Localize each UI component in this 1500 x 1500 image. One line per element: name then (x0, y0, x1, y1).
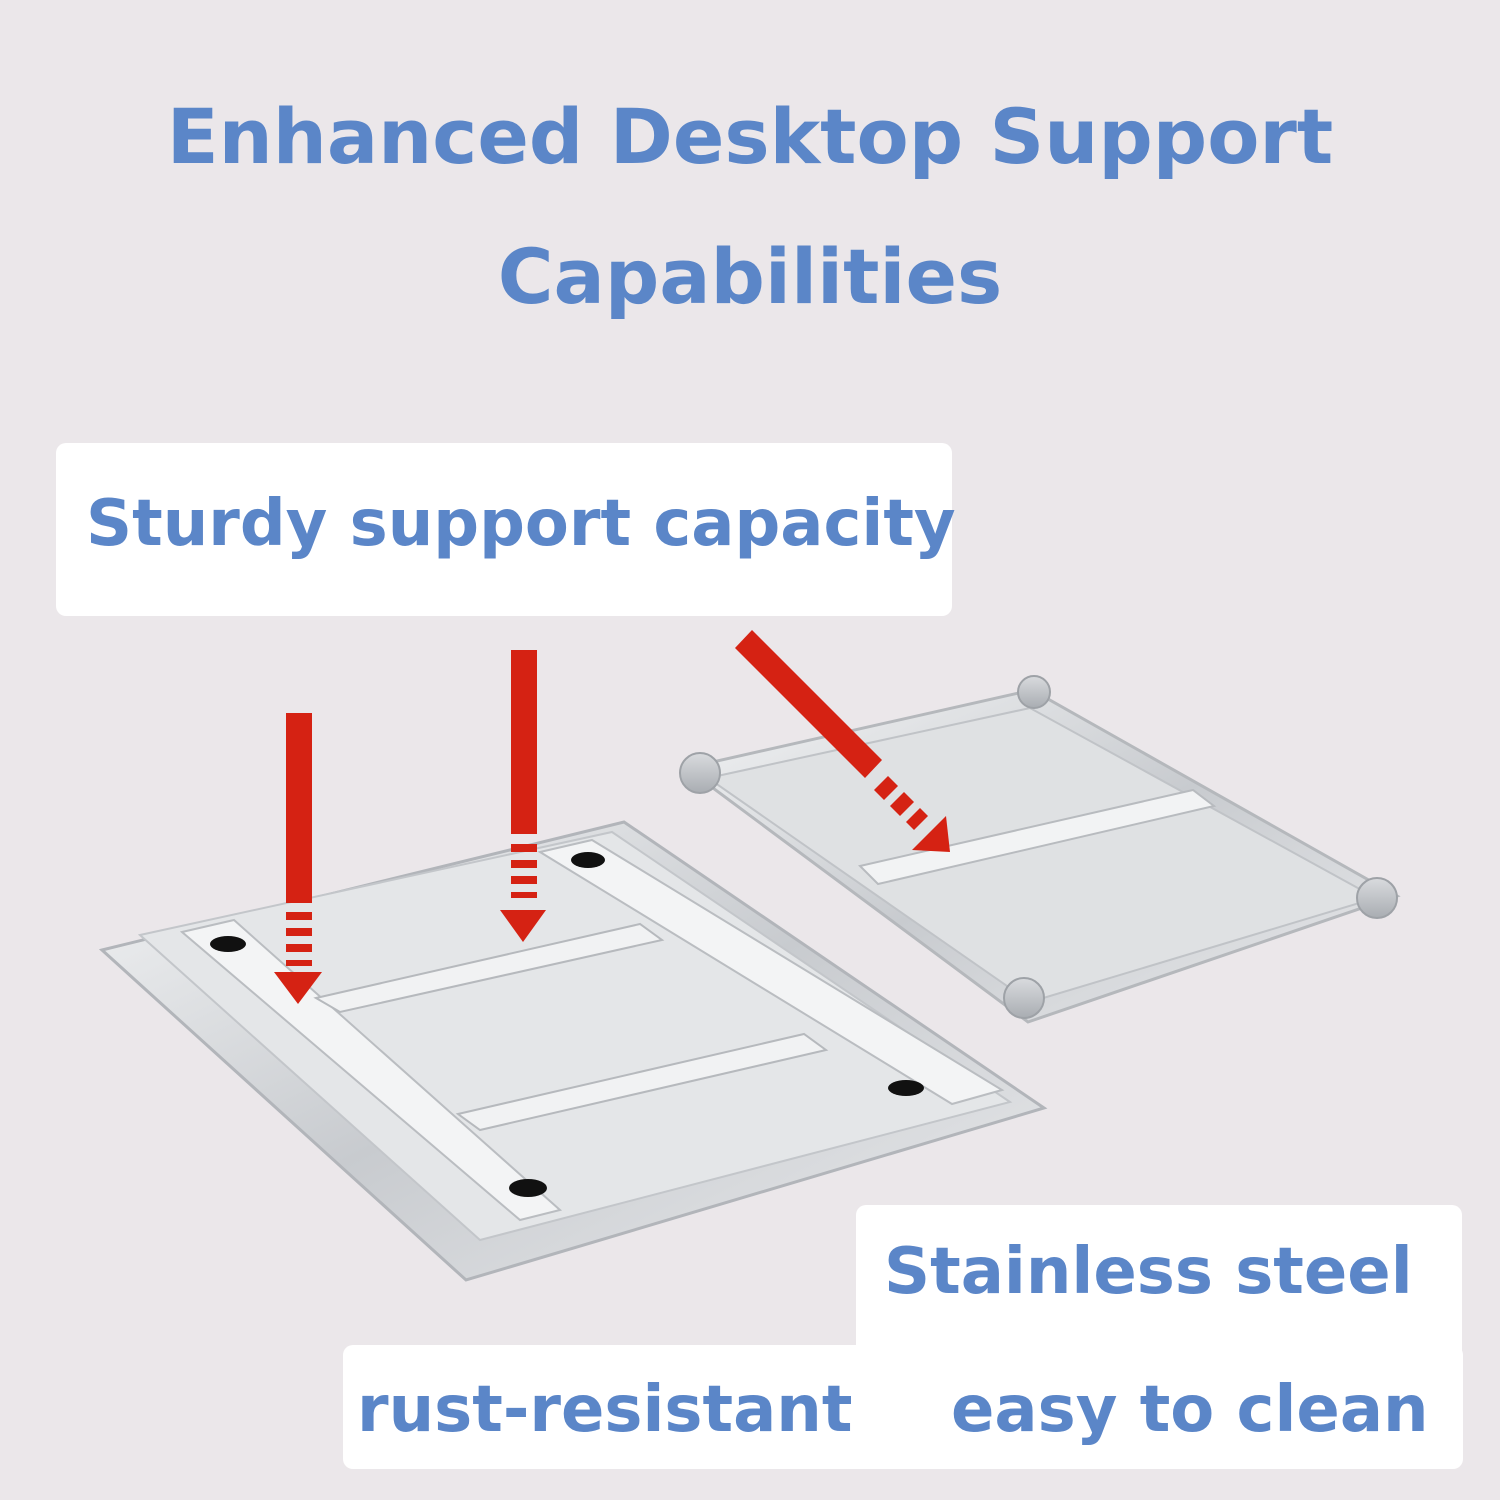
arrow-1 (274, 713, 322, 1004)
headline-line-2: Capabilities (497, 232, 1003, 321)
support-callout-text: Sturdy support capacity (86, 487, 956, 561)
tabletop-underside (98, 820, 1048, 1282)
headline-line-1: Enhanced Desktop Support (166, 92, 1334, 181)
arrow-3 (735, 630, 950, 852)
feature-rust-resistant: rust-resistant (357, 1373, 853, 1447)
arrow-2 (500, 650, 546, 942)
features-callout: rust-resistant easy to clean (343, 1345, 1463, 1469)
support-callout: Sturdy support capacity (56, 443, 956, 616)
feature-easy-to-clean: easy to clean (951, 1373, 1429, 1447)
material-callout-text: Stainless steel (884, 1235, 1413, 1309)
